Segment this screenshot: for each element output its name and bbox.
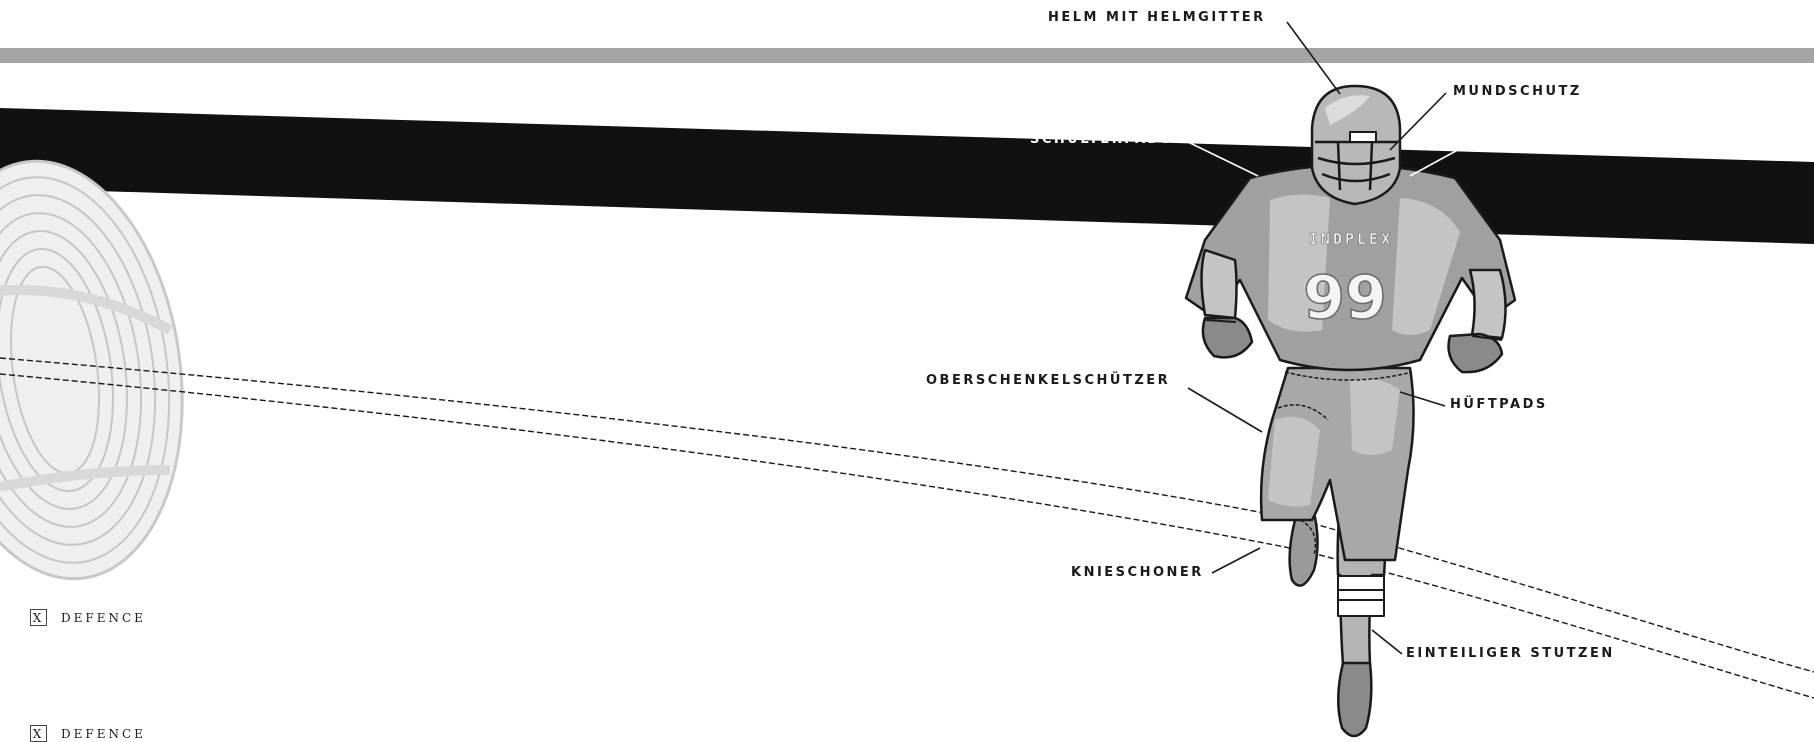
label-socks: EINTEILIGER STUTZEN <box>1406 646 1615 661</box>
legend-label: DEFENCE <box>61 610 146 625</box>
label-mouthguard: MUNDSCHUTZ <box>1453 84 1582 99</box>
checkbox-x-icon: X <box>30 609 47 626</box>
legend-label: DEFENCE <box>61 726 146 741</box>
legend-item: X DEFENCE <box>30 725 146 742</box>
label-helmet: HELM MIT HELMGITTER <box>1048 10 1266 25</box>
gray-top-band <box>0 48 1814 63</box>
callout-leader-lines <box>1187 21 1466 655</box>
label-hip-pads: HÜFTPADS <box>1450 397 1548 412</box>
trajectory-lines <box>0 357 1814 699</box>
black-diagonal-band <box>0 108 1814 244</box>
label-thigh-pads: OBERSCHENKELSCHÜTZER <box>926 373 1171 388</box>
jersey-brand-text: INDPLEX <box>1309 230 1393 248</box>
sock-stripes <box>1337 575 1385 617</box>
jersey-number-text: 99 <box>1303 263 1387 333</box>
football-icon <box>0 159 184 581</box>
label-knee-pads: KNIESCHONER <box>1071 565 1204 580</box>
label-shoulder-pads: SCHULTERPADS <box>1030 132 1173 147</box>
football-player-figure <box>1184 84 1517 738</box>
label-chin-strap: KINNRIEMEN GESCHLOSSEN <box>1469 139 1728 154</box>
legend-item: X DEFENCE <box>30 609 146 626</box>
checkbox-x-icon: X <box>30 725 47 742</box>
